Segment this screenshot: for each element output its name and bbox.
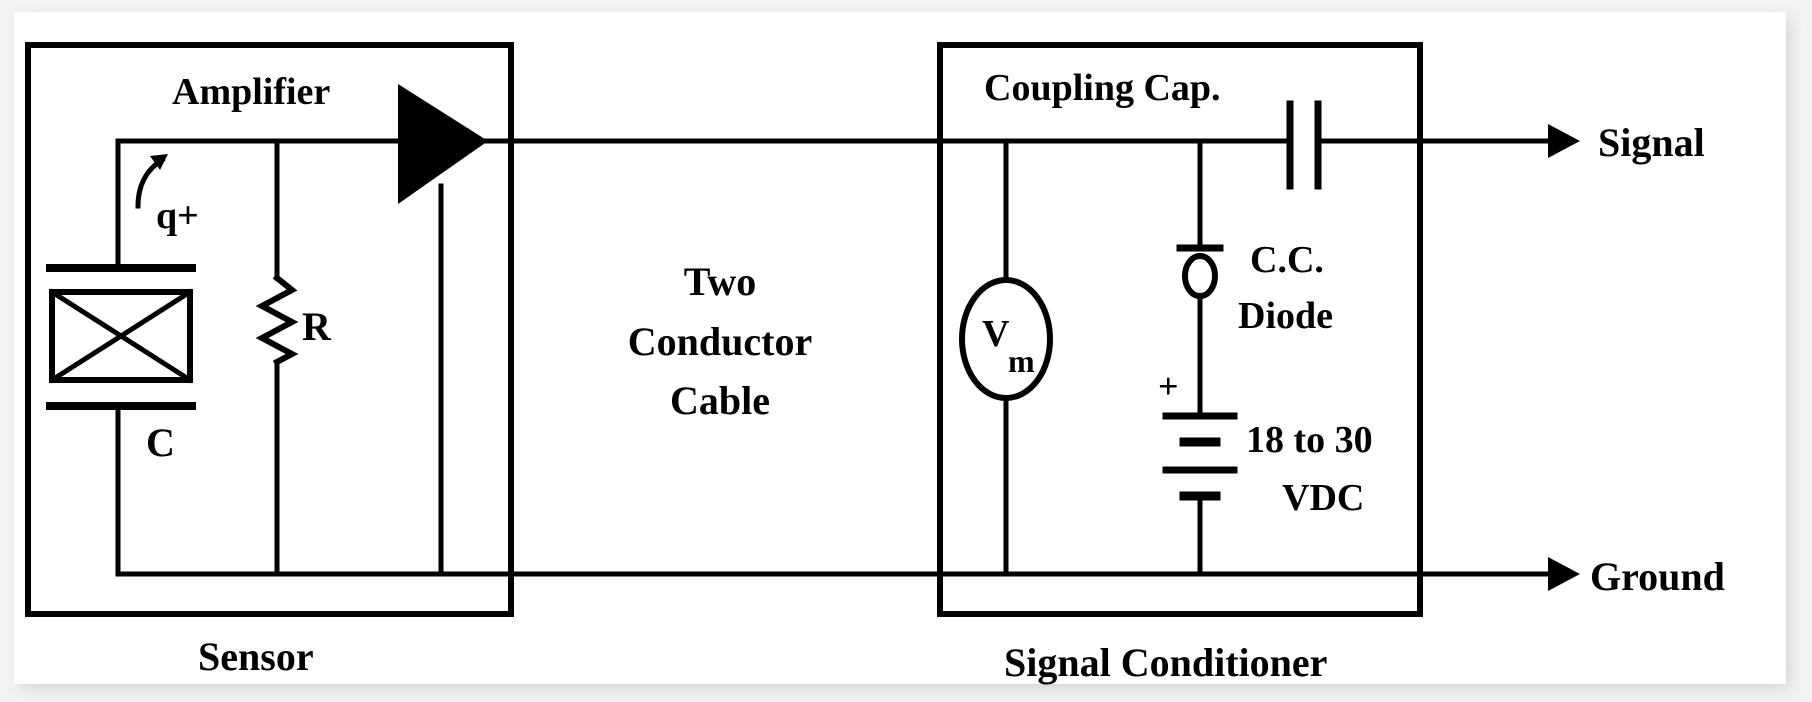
charge-arrowhead-icon [150, 154, 168, 170]
meter-label: V [982, 313, 1010, 355]
signal-conditioner-caption: Signal Conditioner [1004, 640, 1327, 685]
signal-arrow-icon [1548, 124, 1580, 158]
battery-label-line-1: 18 to 30 [1246, 419, 1373, 461]
cable-label-line-2: Conductor [628, 319, 812, 364]
ground-arrow-icon [1548, 557, 1580, 591]
signal-output-label: Signal [1598, 120, 1705, 165]
coupling-capacitor-icon [1286, 100, 1322, 190]
sensor-caption: Sensor [198, 634, 314, 679]
battery-icon [1162, 412, 1238, 501]
capacitor-label: C [146, 420, 175, 465]
resistor-label: R [302, 304, 332, 349]
diode-label-line-2: Diode [1238, 295, 1333, 337]
meter-subscript: m [1008, 343, 1035, 379]
cable-label: Two Conductor Cable [628, 259, 812, 423]
voltmeter-icon [959, 277, 1053, 401]
cable-label-line-1: Two [684, 259, 757, 304]
cable-label-line-3: Cable [670, 378, 770, 423]
piezo-crystal-icon [49, 289, 193, 383]
amplifier-icon [398, 84, 488, 204]
diode-label-line-1: C.C. [1250, 239, 1324, 281]
resistor-icon [255, 273, 299, 367]
coupling-cap-label: Coupling Cap. [984, 67, 1221, 109]
signal-conditioner-box [937, 42, 1423, 617]
battery-plus-label: + [1158, 366, 1179, 406]
charge-label: q+ [156, 195, 199, 237]
battery-label-line-2: VDC [1282, 477, 1364, 519]
amplifier-label: Amplifier [172, 71, 330, 113]
ground-output-label: Ground [1590, 554, 1725, 599]
sensor-box [25, 42, 514, 617]
